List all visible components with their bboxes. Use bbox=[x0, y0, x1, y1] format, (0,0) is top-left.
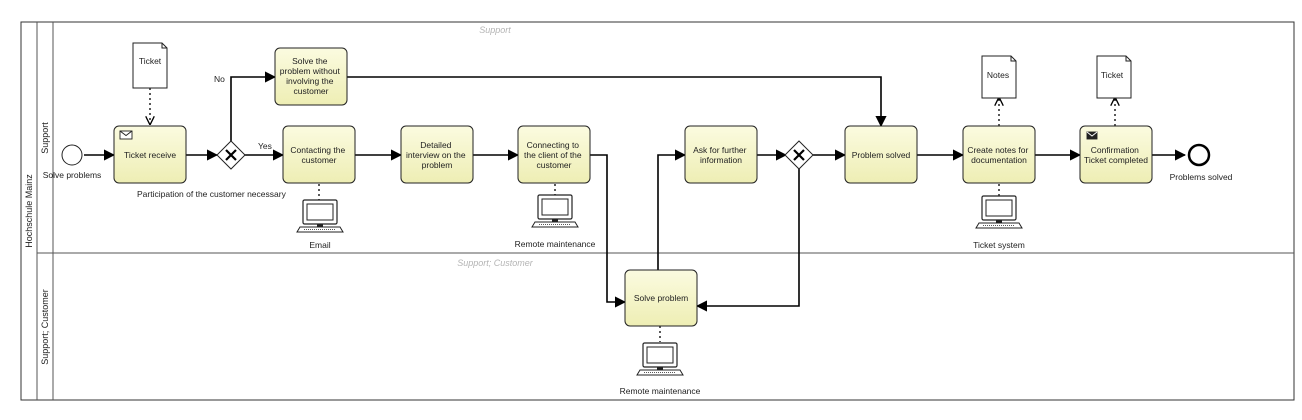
task-further-info-line-2: information bbox=[700, 155, 742, 165]
computer-ticket-system-icon bbox=[975, 195, 1023, 229]
task-solve-without-line-3: involving the bbox=[286, 76, 334, 86]
task-connecting-line-3: customer bbox=[537, 160, 572, 170]
system-ticket-system-label: Ticket system bbox=[973, 240, 1025, 250]
computer-remote-maintenance-2-icon bbox=[636, 342, 684, 376]
gateway-question-label: Participation of the customer necessary bbox=[137, 189, 287, 199]
task-confirmation-line-2: Ticket completed bbox=[1084, 155, 1148, 165]
system-email-label: Email bbox=[309, 240, 330, 250]
task-interview-line-1: Detailed bbox=[420, 140, 451, 150]
task-solve-problem-label: Solve problem bbox=[634, 293, 688, 303]
task-ticket-receive-label: Ticket receive bbox=[124, 150, 176, 160]
exclusive-gateway-participation bbox=[216, 140, 246, 170]
gateway-yes-label: Yes bbox=[258, 141, 272, 151]
task-solve-without-line-4: customer bbox=[294, 86, 329, 96]
end-event bbox=[1187, 143, 1211, 167]
task-ask-further-information: Ask for further information bbox=[684, 125, 758, 184]
task-connecting-line-2: the client of the bbox=[524, 150, 582, 160]
svg-text:Contacting the customer: Contacting the customer bbox=[290, 145, 347, 165]
sequence-flows bbox=[84, 71, 1187, 312]
task-solve-problem: Solve problem bbox=[624, 269, 698, 327]
start-event bbox=[61, 144, 83, 166]
document-ticket-output-label: Ticket bbox=[1101, 70, 1124, 80]
svg-text:Connecting to the client: Connecting to the client of the customer bbox=[524, 140, 584, 170]
svg-text:Confirmation Ticket comp: Confirmation Ticket completed bbox=[1084, 145, 1148, 165]
gateway-no-label: No bbox=[214, 74, 225, 84]
task-contacting-line-2: customer bbox=[302, 155, 337, 165]
start-event-label: Solve problems bbox=[43, 170, 102, 180]
exclusive-gateway-merge bbox=[784, 140, 814, 170]
document-notes: Notes bbox=[981, 55, 1017, 99]
task-detailed-interview: Detailed interview on the problem bbox=[400, 125, 474, 184]
task-create-notes-line-2: documentation bbox=[971, 155, 1027, 165]
computer-email-icon bbox=[296, 199, 344, 233]
task-interview-line-2: interview on the bbox=[406, 150, 466, 160]
task-further-info-line-1: Ask for further bbox=[693, 145, 747, 155]
svg-text:Problem solved: Problem solved bbox=[852, 150, 911, 160]
svg-text:Solve problem: Solve problem bbox=[634, 293, 688, 303]
system-remote-maintenance-2-label: Remote maintenance bbox=[620, 386, 701, 396]
system-remote-maintenance-label: Remote maintenance bbox=[515, 239, 596, 249]
task-connecting-client: Connecting to the client of the customer bbox=[517, 125, 591, 184]
task-solve-without-line-1: Solve the bbox=[292, 56, 328, 66]
task-connecting-line-1: Connecting to bbox=[527, 140, 580, 150]
task-create-notes-line-1: Create notes for bbox=[967, 145, 1028, 155]
pool-title: Hochschule Mainz bbox=[24, 174, 34, 248]
lane-title-support: Support bbox=[479, 25, 511, 35]
svg-text:Detailed interview on th: Detailed interview on the problem bbox=[406, 140, 468, 170]
task-problem-solved-label: Problem solved bbox=[852, 150, 911, 160]
task-problem-solved: Problem solved bbox=[844, 125, 918, 184]
task-confirmation-line-1: Confirmation bbox=[1091, 145, 1139, 155]
task-solve-without-customer: Solve the problem without involving the … bbox=[274, 47, 348, 106]
document-ticket-input: Ticket bbox=[132, 42, 168, 89]
svg-text:Ticket receive: Ticket receive bbox=[124, 150, 176, 160]
document-ticket-input-label: Ticket bbox=[139, 56, 162, 66]
task-interview-line-3: problem bbox=[422, 160, 453, 170]
document-ticket-output: Ticket bbox=[1096, 55, 1132, 99]
task-solve-without-line-2: problem without bbox=[280, 66, 341, 76]
task-contacting-customer: Contacting the customer bbox=[282, 125, 356, 184]
computer-remote-maintenance-icon bbox=[531, 194, 579, 228]
end-event-label: Problems solved bbox=[1170, 172, 1233, 182]
lane-title-support-customer: Support; Customer bbox=[457, 258, 534, 268]
svg-text:Ask for further informat: Ask for further information bbox=[693, 145, 749, 165]
task-create-notes: Create notes for documentation bbox=[962, 125, 1036, 184]
svg-text:Solve the problem withou: Solve the problem without involving the … bbox=[280, 56, 342, 96]
document-notes-label: Notes bbox=[987, 70, 1009, 80]
svg-text:Create notes for documen: Create notes for documentation bbox=[967, 145, 1030, 165]
associations bbox=[150, 88, 1115, 342]
task-contacting-line-1: Contacting the bbox=[290, 145, 345, 155]
lane-label-support-customer: Support; Customer bbox=[40, 289, 50, 365]
lane-label-support: Support bbox=[40, 122, 50, 154]
task-ticket-receive: Ticket receive bbox=[113, 125, 187, 184]
task-confirmation: Confirmation Ticket completed bbox=[1079, 125, 1153, 184]
